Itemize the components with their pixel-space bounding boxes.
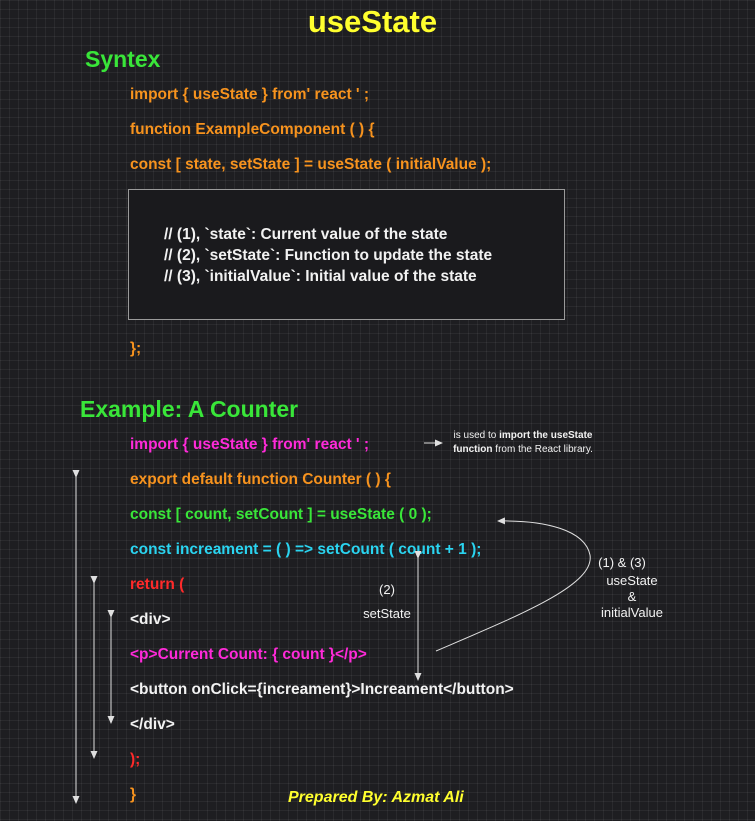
example-paren-close-line: ); [130, 751, 141, 768]
example-const-line: const [ count, setCount ] = useState ( 0… [130, 506, 432, 523]
label-setstate: setState [363, 606, 411, 621]
example-increment-line: const increament = ( ) => setCount ( cou… [130, 541, 482, 558]
import-note-suffix: from the React library. [492, 444, 593, 455]
syntax-const-line: const [ state, setState ] = useState ( i… [130, 156, 492, 173]
page-title: useState [307, 4, 438, 39]
example-p-line: <p>Current Count: { count }</p> [130, 646, 367, 663]
syntax-comment-box: // (1), `state`: Current value of the st… [128, 189, 565, 320]
example-return-line: return ( [130, 576, 185, 593]
syntax-import-line: import { useState } from' react ' ; [130, 86, 370, 103]
count-to-usestate-curve [435, 517, 591, 652]
label-right-initialvalue: initialValue [601, 605, 663, 620]
import-note-bold2: function [453, 444, 493, 455]
label-right-usestate: useState [606, 573, 658, 588]
label-right-amp: & [627, 589, 637, 604]
comment-initialvalue: // (3), `initialValue`: Initial value of… [164, 268, 477, 285]
example-button-line: <button onClick={increament}>Increament<… [130, 681, 514, 698]
syntax-function-line: function ExampleComponent ( ) { [130, 121, 375, 138]
comment-setstate: // (2), `setState`: Function to update t… [164, 247, 493, 264]
label-right-number: (1) & (3) [598, 555, 646, 570]
import-note-bold1: import the useState [499, 430, 593, 441]
example-heading: Example: A Counter [80, 396, 299, 422]
example-brace-close-line: } [130, 786, 137, 803]
import-note: is used to import the useState function … [442, 429, 604, 457]
example-div-open-line: <div> [130, 611, 171, 628]
syntax-heading: Syntex [85, 46, 161, 72]
label-setstate-number: (2) [379, 582, 395, 597]
comment-state: // (1), `state`: Current value of the st… [164, 226, 448, 243]
example-export-line: export default function Counter ( ) { [130, 471, 391, 488]
footer-credit: Prepared By: Azmat Ali [288, 789, 464, 806]
syntax-close-line: }; [130, 340, 142, 357]
example-import-line: import { useState } from' react ' ; [130, 436, 370, 453]
example-div-close-line: </div> [130, 716, 175, 733]
import-note-prefix: is used to [453, 430, 500, 441]
